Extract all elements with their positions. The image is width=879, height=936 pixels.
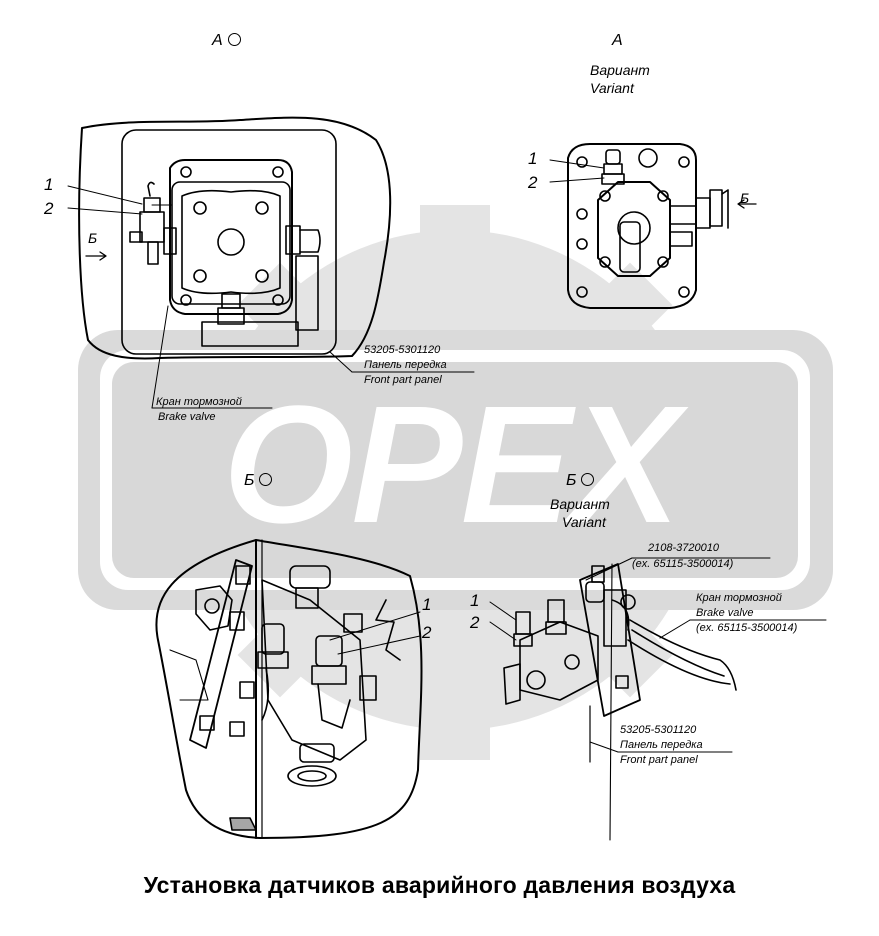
figure-caption: Установка датчиков аварийного давления в…	[143, 872, 736, 898]
valve-en: Brake valve	[158, 411, 216, 423]
callout-1: 1	[44, 175, 54, 194]
view-b-variant-installation	[489, 557, 827, 841]
panel-code-b: 53205-5301120	[620, 724, 697, 736]
variant-ru-b: Вариант	[550, 496, 610, 512]
panel-en-b: Front part panel	[620, 754, 698, 766]
callout-2-variant-b: 2	[470, 613, 480, 632]
panel-code: 53205-5301120	[364, 344, 441, 356]
callout-1-variant: 1	[528, 149, 538, 168]
callout-1-view-b: 1	[422, 595, 432, 614]
view-b-variant-label: Б	[566, 472, 595, 490]
callout-2-view-b: 2	[422, 623, 432, 642]
direction-b-label: Б	[88, 230, 98, 246]
view-circle-icon	[259, 473, 273, 486]
callout-2: 2	[44, 199, 54, 218]
variant-ru: Вариант	[590, 62, 650, 78]
panel-ru: Панель передка	[364, 359, 447, 371]
valve-ru-b: Кран тормозной	[696, 592, 782, 604]
callout-1-variant-b: 1	[470, 591, 480, 610]
direction-b-variant-label: Б	[740, 190, 750, 206]
view-circle-icon	[227, 33, 241, 46]
watermark-text: OPEX	[221, 370, 683, 560]
sensor-code: 2108-3720010	[648, 542, 719, 554]
valve-ex-b: (ex. 65115-3500014)	[696, 622, 798, 634]
view-a-variant-label: А	[612, 32, 623, 49]
valve-en-b: Brake valve	[696, 607, 754, 619]
panel-en: Front part panel	[364, 374, 442, 386]
view-a-variant-valve	[549, 143, 757, 309]
view-b-installation	[155, 539, 423, 839]
view-a-panel-outline	[67, 116, 475, 409]
view-b-label: Б	[244, 472, 273, 490]
view-a-label: А	[212, 32, 241, 50]
callout-2-variant: 2	[528, 173, 538, 192]
variant-en: Variant	[590, 80, 634, 96]
sensor-ex: (ex. 65115-3500014)	[632, 558, 734, 570]
variant-en-b: Variant	[562, 514, 606, 530]
panel-ru-b: Панель передка	[620, 739, 703, 751]
valve-ru: Кран тормозной	[156, 396, 242, 408]
view-circle-icon	[581, 473, 595, 486]
